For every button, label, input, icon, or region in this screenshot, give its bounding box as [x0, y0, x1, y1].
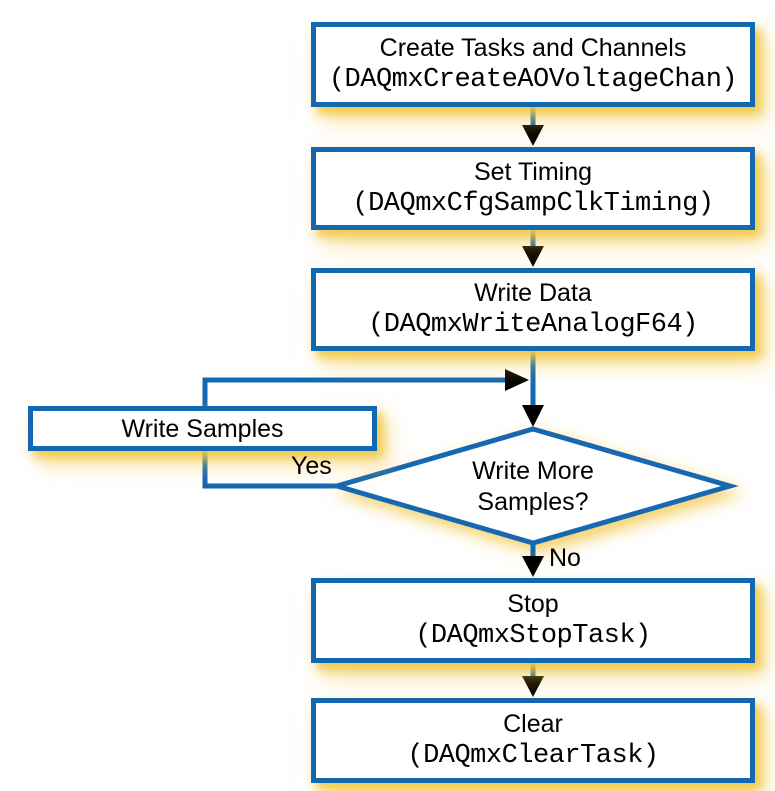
- decision-label-line2: Samples?: [477, 488, 589, 516]
- arrow-decision-to-stop: [522, 541, 544, 577]
- node-set-timing: Set Timing (DAQmxCfgSampClkTiming): [311, 147, 755, 230]
- branch-label-no: No: [549, 544, 581, 572]
- decision-label: Write More Samples?: [413, 456, 653, 518]
- down-arrowhead-icon: [522, 125, 544, 146]
- down-arrowhead-icon: [522, 556, 544, 577]
- node-write-samples: Write Samples: [28, 406, 377, 451]
- arrow-write-to-decision: [522, 349, 544, 427]
- node-write-samples-title: Write Samples: [121, 414, 284, 443]
- node-create-tasks-function: (DAQmxCreateAOVoltageChan): [328, 65, 738, 95]
- loop-arrowhead-icon: [505, 369, 529, 391]
- node-stop-function: (DAQmxStopTask): [415, 621, 651, 651]
- arrow-stop-to-clear: [522, 661, 544, 697]
- node-write-data-function: (DAQmxWriteAnalogF64): [368, 310, 698, 340]
- down-arrowhead-icon: [522, 405, 544, 427]
- node-set-timing-function: (DAQmxCfgSampClkTiming): [352, 189, 714, 219]
- decision-label-line1: Write More: [472, 457, 594, 485]
- node-stop-title: Stop: [507, 590, 559, 618]
- node-set-timing-title: Set Timing: [473, 158, 593, 186]
- arrow-timing-to-write: [522, 228, 544, 267]
- node-write-data-title: Write Data: [474, 279, 592, 307]
- arrow-create-to-timing: [522, 105, 544, 146]
- branch-label-yes: Yes: [291, 452, 332, 480]
- down-arrowhead-icon: [522, 246, 544, 267]
- node-clear-function: (DAQmxClearTask): [407, 741, 659, 771]
- down-arrowhead-icon: [522, 676, 544, 697]
- node-create-tasks-title: Create Tasks and Channels: [379, 34, 687, 62]
- node-stop: Stop (DAQmxStopTask): [311, 578, 755, 663]
- node-clear-title: Clear: [503, 710, 563, 738]
- node-clear: Clear (DAQmxClearTask): [311, 698, 755, 783]
- node-write-data: Write Data (DAQmxWriteAnalogF64): [311, 268, 755, 351]
- node-create-tasks: Create Tasks and Channels (DAQmxCreateAO…: [311, 22, 755, 107]
